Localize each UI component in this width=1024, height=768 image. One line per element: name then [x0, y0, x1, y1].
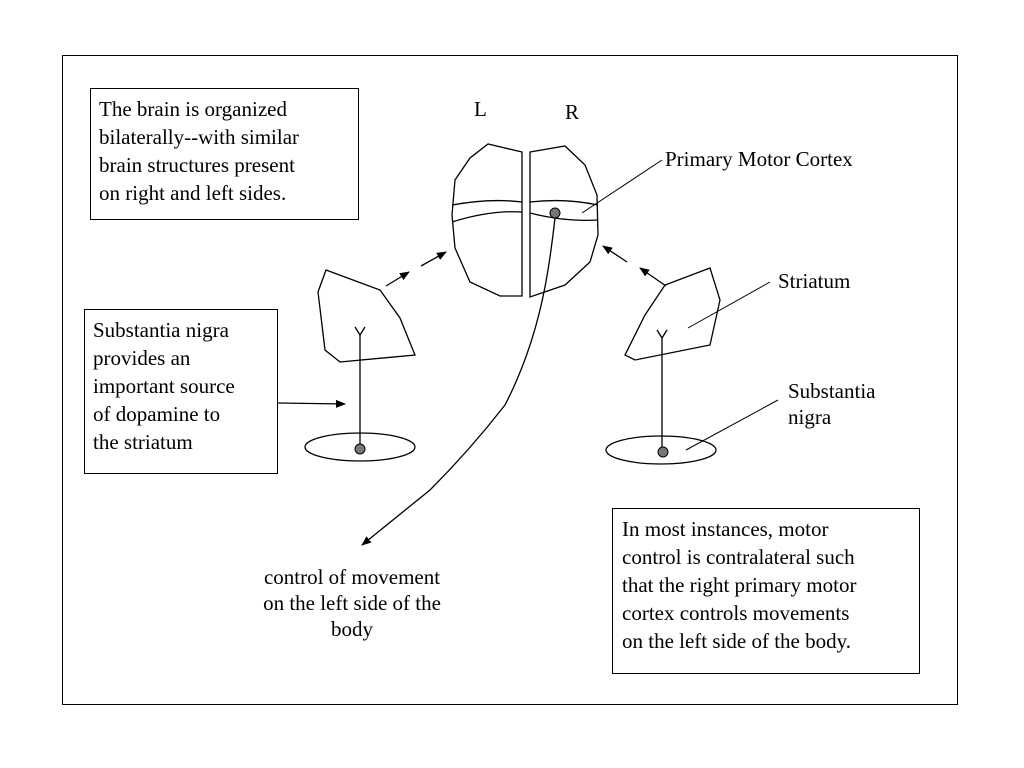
movement-control-label: control of movement on the left side of … [263, 565, 441, 641]
striatum-label: Striatum [778, 269, 851, 293]
left-arrow-segment-1 [385, 271, 410, 287]
diagram-frame [62, 55, 958, 705]
primary-motor-cortex-label: Primary Motor Cortex [665, 147, 853, 171]
right-substantia-nigra [605, 435, 717, 465]
contralateral-note-box: In most instances, motor control is cont… [612, 508, 920, 674]
left-side-label: L [474, 97, 487, 121]
left-nigra-dot [354, 443, 366, 455]
left-hemisphere [451, 143, 523, 297]
left-dopamine-terminal [354, 326, 366, 448]
motor-pathway-arrow [361, 217, 556, 546]
right-nigra-dot [657, 446, 669, 458]
motor-cortex-dot [549, 207, 561, 219]
bilateral-note-box: The brain is organized bilaterally--with… [90, 88, 359, 220]
striatum-leader [687, 281, 771, 329]
right-motor-cortex-band [529, 199, 599, 221]
nigra-leader [685, 399, 779, 451]
right-hemisphere [529, 145, 599, 298]
right-arrow-segment-2 [602, 245, 628, 263]
left-striatum [317, 269, 416, 363]
nigra-source-note-box: Substantia nigra provides an important s… [84, 309, 278, 474]
left-arrow-segment-2 [420, 251, 447, 267]
substantia-nigra-label: Substantia nigra [788, 379, 876, 429]
left-motor-cortex-band [451, 199, 523, 223]
nigra-source-arrow [277, 399, 346, 408]
right-striatum [624, 267, 721, 361]
left-substantia-nigra [304, 432, 416, 462]
right-side-label: R [565, 100, 580, 124]
motor-cortex-leader [581, 159, 663, 214]
right-dopamine-terminal [656, 329, 668, 451]
right-arrow-segment-1 [639, 267, 667, 287]
